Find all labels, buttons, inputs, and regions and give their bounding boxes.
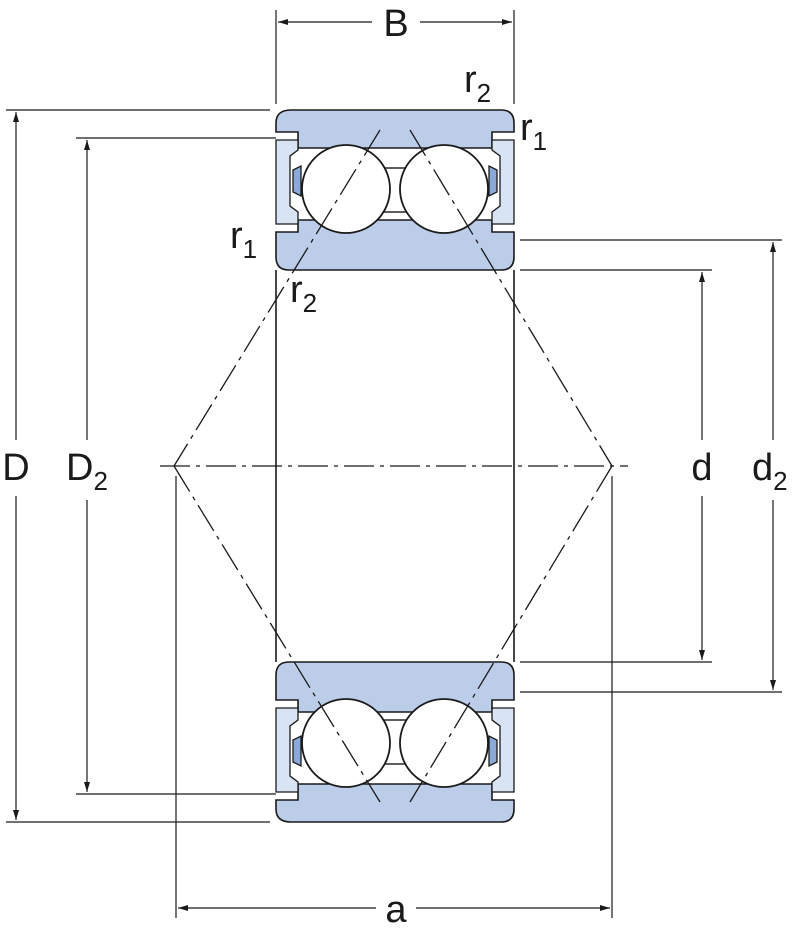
label-B: B — [383, 3, 408, 45]
label-r2-bottom: r2 — [290, 269, 317, 318]
label-D2: D2 — [66, 447, 108, 496]
inner-ring-bottom — [275, 661, 515, 713]
extension-lines — [6, 10, 782, 918]
label-r1-top-right: r1 — [520, 107, 547, 156]
seal-left-bottom — [275, 707, 299, 793]
label-d: d — [691, 447, 712, 489]
ball-right-top — [399, 144, 489, 234]
dimension-labels: B D D2 d d2 a r2 r1 r1 r2 — [0, 3, 800, 931]
seal-right-bottom — [491, 707, 515, 793]
label-D: D — [2, 447, 29, 489]
seal-lip-left-bottom — [292, 734, 302, 768]
dimension-lines — [13, 19, 776, 911]
seal-right-top — [491, 139, 515, 225]
label-d2: d2 — [752, 447, 788, 496]
label-r1-left: r1 — [230, 215, 257, 264]
outer-ring-bottom — [275, 783, 515, 823]
ball-right-bottom — [399, 698, 489, 788]
label-r2-top: r2 — [464, 59, 491, 108]
label-a: a — [385, 889, 407, 931]
contact-angle-lines — [173, 129, 613, 803]
ball-left-bottom — [301, 698, 391, 788]
seal-lip-right-top — [488, 164, 498, 198]
bearing-section-top — [275, 109, 515, 271]
seal-lip-left-top — [292, 164, 302, 198]
ball-left-top — [301, 144, 391, 234]
seal-lip-right-bottom — [488, 734, 498, 768]
inner-ring-top — [275, 219, 515, 271]
outer-ring-top — [275, 109, 515, 149]
seal-left-top — [275, 139, 299, 225]
bearing-section-bottom — [275, 661, 515, 823]
